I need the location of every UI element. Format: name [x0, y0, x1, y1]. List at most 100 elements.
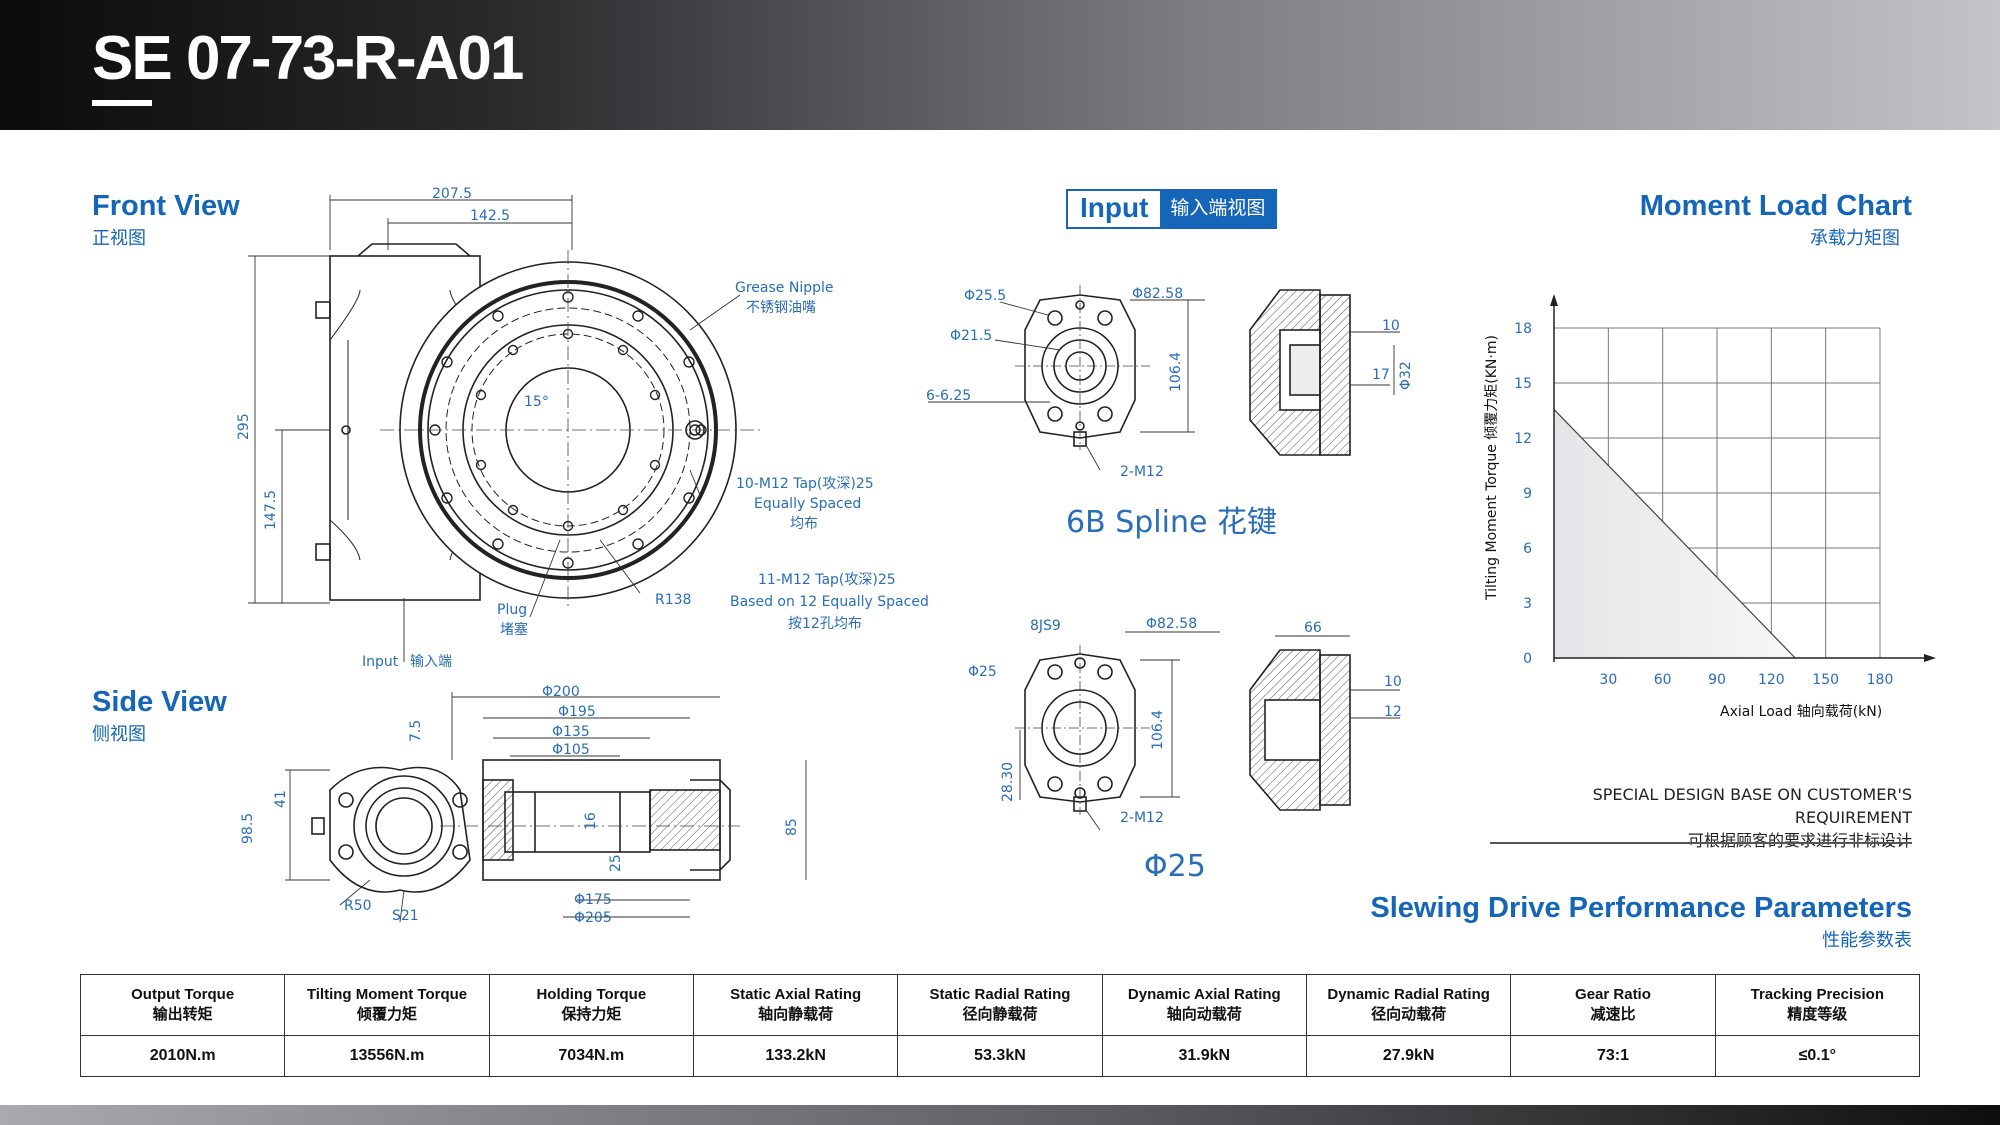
chart-x-tick: 150: [1812, 672, 1839, 688]
dim-d25: Φ25: [968, 664, 997, 680]
tap-11-cn: 按12孔均布: [788, 616, 862, 632]
special-design-note: SPECIAL DESIGN BASE ON CUSTOMER'S REQUIR…: [1480, 783, 1912, 853]
value-tracking-precision: ≤0.1°: [1714, 1035, 1921, 1077]
dim-142-5: 142.5: [470, 208, 510, 224]
dim-d200: Φ200: [542, 684, 580, 700]
value-gear-ratio: 73:1: [1510, 1035, 1716, 1077]
dim-d82-58-key: Φ82.58: [1146, 616, 1197, 632]
dim-41: 41: [273, 790, 289, 808]
keyway-8js9: 8JS9: [1030, 618, 1061, 634]
header-bar: [0, 0, 2000, 130]
chart-y-arrow: [1550, 294, 1558, 306]
angle-15: 15°: [524, 394, 549, 410]
input-subtitle: 输入端视图: [1160, 191, 1276, 227]
dim-d175: Φ175: [574, 892, 612, 908]
dim-106-4: 106.4: [1168, 352, 1184, 392]
chart-x-tick: 90: [1708, 672, 1726, 688]
chart-x-tick: 30: [1599, 672, 1617, 688]
spline-section-drawing: [1249, 289, 1400, 456]
value-dynamic-axial: 31.9kN: [1101, 1035, 1307, 1077]
spline-front-drawing: [928, 285, 1205, 471]
key-front-drawing: [1015, 631, 1220, 831]
dim-d105: Φ105: [552, 742, 590, 758]
dim-10-key: 10: [1384, 674, 1402, 690]
plug-cn: 堵塞: [500, 621, 528, 638]
chart-y-tick: 6: [1523, 541, 1532, 557]
chart-x-tick: 180: [1867, 672, 1894, 688]
chart-y-axis-label: Tilting Moment Torque 倾覆力矩(KN·m): [1484, 335, 1500, 601]
dim-d32: Φ32: [1398, 361, 1414, 390]
dim-7-5: 7.5: [408, 720, 424, 742]
grease-nipple-cn: 不锈钢油嘴: [746, 300, 816, 316]
dim-28-30: 28.30: [1000, 762, 1016, 802]
chart-y-tick: 18: [1514, 321, 1532, 337]
dim-25: 25: [608, 854, 624, 872]
input-view-tag: Input 输入端视图: [1066, 189, 1278, 229]
plug-label: Plug: [497, 602, 527, 618]
dim-85: 85: [784, 818, 800, 836]
moment-chart-subtitle: 承载力矩图: [1810, 228, 1900, 249]
performance-subtitle: 性能参数表: [1822, 930, 1912, 951]
model-number: SE 07-73-R-A01: [92, 24, 524, 93]
tap-10-m12-label: 10-M12 Tap(攻深)25: [736, 476, 874, 492]
key-caption: Φ25: [1144, 849, 1206, 884]
chart-y-tick: 12: [1514, 431, 1532, 447]
key-labels: 8JS9 Φ25 Φ82.58 106.4 28.30 2-M12 66 10 …: [968, 616, 1402, 826]
performance-title: Slewing Drive Performance Parameters: [1370, 892, 1912, 924]
side-view-drawing: [285, 692, 807, 923]
radius-138: R138: [655, 592, 691, 608]
dim-d135: Φ135: [552, 724, 590, 740]
side-view-subtitle: 侧视图: [92, 724, 146, 745]
dim-6-6-25: 6-6.25: [926, 388, 971, 404]
chart-x-arrow: [1924, 654, 1936, 662]
dim-d205: Φ205: [574, 910, 612, 926]
grease-nipple-label: Grease Nipple: [735, 280, 834, 296]
dim-s21: S21: [392, 908, 419, 924]
side-view-title: Side View: [92, 686, 227, 718]
chart-series-line: [1553, 409, 1796, 659]
thread-2-m12-key: 2-M12: [1120, 810, 1164, 826]
front-view-drawing: [248, 195, 760, 662]
moment-chart-title: Moment Load Chart: [1639, 190, 1912, 222]
dim-17: 17: [1372, 367, 1390, 383]
value-static-axial: 133.2kN: [692, 1035, 899, 1077]
model-underline: [92, 100, 152, 106]
chart-x-tick: 60: [1654, 672, 1672, 688]
value-tilting-moment: 13556N.m: [284, 1035, 490, 1077]
dim-66: 66: [1304, 620, 1322, 636]
dim-207-5: 207.5: [432, 186, 472, 202]
tap-10-cn: 均布: [790, 516, 818, 532]
value-static-radial: 53.3kN: [897, 1035, 1103, 1077]
chart-x-axis-label: Axial Load 轴向载荷(kN): [1720, 704, 1882, 720]
dim-d82-58: Φ82.58: [1132, 286, 1183, 302]
special-divider: [1490, 842, 1912, 844]
dim-d25-5: Φ25.5: [964, 288, 1006, 304]
tap-10-spaced: Equally Spaced: [754, 496, 861, 512]
dim-d195: Φ195: [558, 704, 596, 720]
chart-y-tick: 9: [1523, 486, 1532, 502]
input-end-label: Input: [362, 654, 399, 670]
chart-x-tick: 120: [1758, 672, 1785, 688]
front-view-subtitle: 正视图: [92, 228, 146, 249]
input-title: Input: [1080, 192, 1149, 223]
chart-axes: [1550, 294, 1936, 662]
chart-x-tick-labels: 30 60 90 120 150 180: [1599, 672, 1893, 688]
footer-bar: [0, 1105, 2000, 1125]
table-row: 2010N.m 13556N.m 7034N.m 133.2kN 53.3kN …: [79, 1035, 1921, 1077]
dim-10: 10: [1382, 318, 1400, 334]
key-section-drawing: [1249, 635, 1400, 811]
